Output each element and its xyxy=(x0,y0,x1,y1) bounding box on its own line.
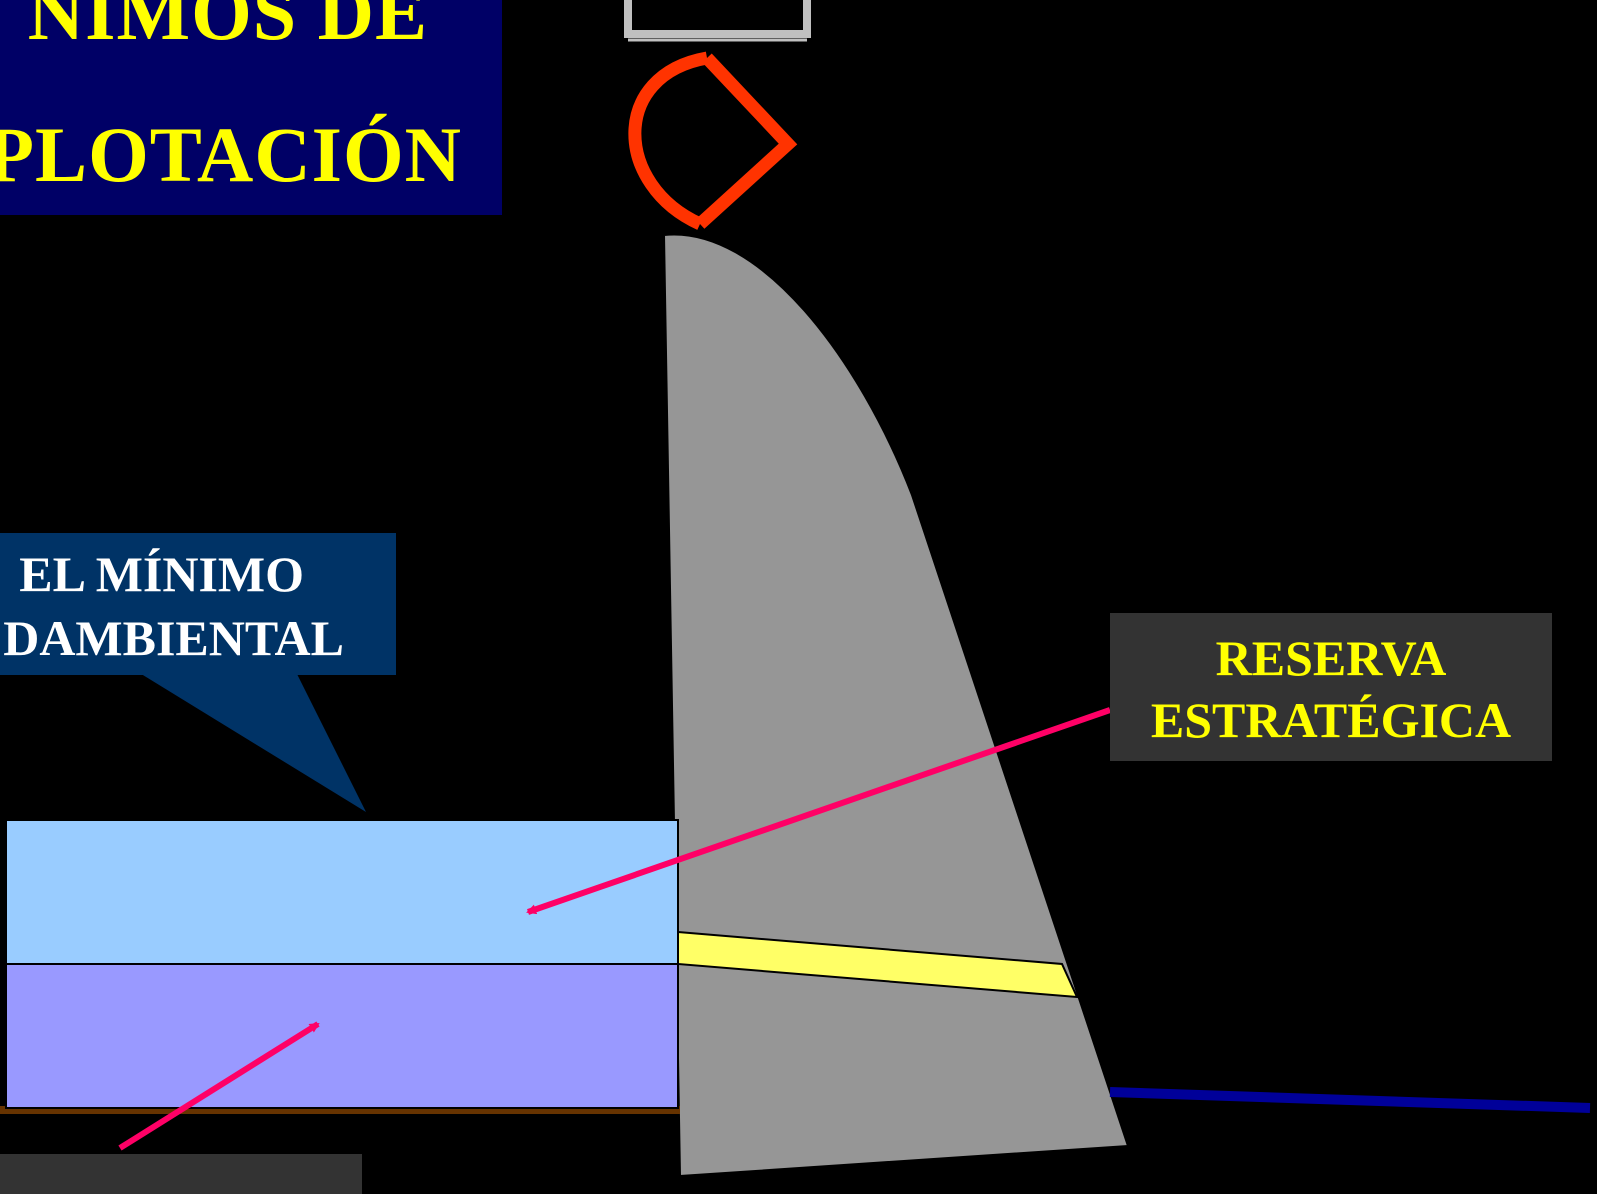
reserve-arrow xyxy=(526,707,1111,915)
water-lower-layer xyxy=(5,963,679,1109)
callout-pointer xyxy=(138,672,366,812)
bottom-arrow xyxy=(118,1021,320,1151)
title-line-2: PLOTACIÓN xyxy=(0,111,462,198)
strategic-reserve-label: RESERVA ESTRATÉGICA xyxy=(1110,613,1552,761)
title-box: NIMOS DE PLOTACIÓN xyxy=(0,0,502,215)
callout-line-2: DAMBIENTAL xyxy=(3,610,344,666)
outlet-pipe xyxy=(677,930,1079,999)
reservoir-floor xyxy=(0,1106,680,1114)
crest-bracket-icon xyxy=(624,0,811,38)
bottom-label-box xyxy=(0,1154,362,1194)
spillway-gate-icon xyxy=(628,51,798,230)
ecological-minimum-callout: EL MÍNIMO DAMBIENTAL xyxy=(0,533,396,675)
title-line-1: NIMOS DE xyxy=(27,0,428,56)
water-upper-layer xyxy=(5,819,679,965)
dam-body xyxy=(662,233,1130,1176)
callout-line-1: EL MÍNIMO xyxy=(19,546,304,602)
reserve-label-line-2: ESTRATÉGICA xyxy=(1150,692,1512,748)
river-line xyxy=(1109,1087,1591,1113)
reserve-label-line-1: RESERVA xyxy=(1215,630,1447,686)
